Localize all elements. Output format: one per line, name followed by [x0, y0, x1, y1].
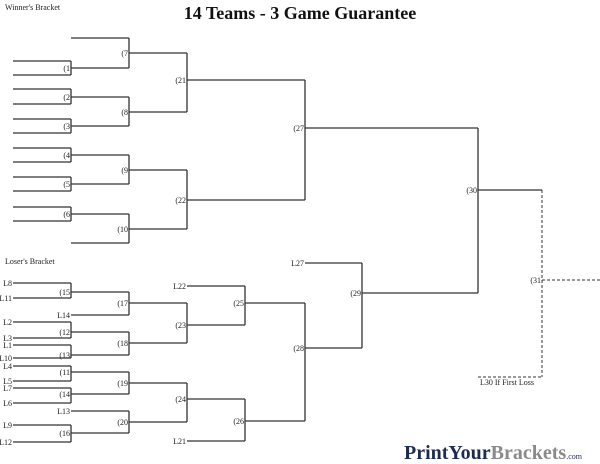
game-label: (12 [59, 328, 70, 337]
game-label: (28 [293, 344, 304, 353]
game-label: (31 [530, 276, 541, 285]
game-label: (23 [175, 321, 186, 330]
loser-slot-label: L7 [3, 384, 12, 393]
loser-slot-label: L10 [0, 354, 12, 363]
game-label: (27 [293, 124, 304, 133]
loser-slot-label: L1 [3, 341, 12, 350]
page-title: 14 Teams - 3 Game Guarantee [184, 3, 416, 23]
game-label: (1 [63, 64, 70, 73]
game-label: (20 [117, 418, 128, 427]
game-label: (21 [175, 76, 186, 85]
loser-slot-label: L11 [0, 294, 12, 303]
game-label: (26 [233, 417, 244, 426]
game-label: (11 [60, 368, 70, 377]
game-label: (24 [175, 395, 186, 404]
game-label: (3 [63, 122, 70, 131]
game-label: (17 [117, 299, 128, 308]
game-label: (15 [59, 288, 70, 297]
winners-bracket-label: Winner's Bracket [5, 3, 61, 12]
game-label: (30 [466, 186, 477, 195]
bracket-lines [13, 37, 600, 443]
loser-slot-label: L12 [0, 438, 12, 447]
loser-slot-label: L22 [173, 282, 186, 291]
game-label: (4 [63, 151, 70, 160]
game-label: (16 [59, 429, 70, 438]
game-label: (18 [117, 339, 128, 348]
loser-slot-label: L4 [3, 362, 12, 371]
game-label: (6 [63, 210, 70, 219]
logo: PrintYourBrackets.com [404, 442, 583, 464]
loser-slot-label: L14 [57, 311, 70, 320]
loser-slot-label: L6 [3, 399, 12, 408]
loser-slot-label: L27 [291, 259, 304, 268]
game-label: (5 [63, 180, 70, 189]
game-label: (13 [59, 351, 70, 360]
loser-slot-label: L8 [3, 279, 12, 288]
loser-slot-label: L3 [3, 334, 12, 343]
game-label: (7 [121, 49, 128, 58]
game-label: (19 [117, 379, 128, 388]
game-label: (9 [121, 166, 128, 175]
loser-slot-label: L9 [3, 421, 12, 430]
game-label: (29 [350, 289, 361, 298]
game-label: (8 [121, 108, 128, 117]
game-label: (2 [63, 93, 70, 102]
if-first-loss-label: L30 If First Loss [480, 378, 534, 387]
loser-slot-label: L21 [173, 437, 186, 446]
loser-slot-label: L5 [3, 377, 12, 386]
game-label: (10 [117, 225, 128, 234]
loser-slot-label: L2 [3, 318, 12, 327]
game-label: (25 [233, 299, 244, 308]
bracket-labels: (1 (2 (3 (4 (5 (6 (7 (8 (9 (10 (21 (22 (27 (30 (31 L8L1… [0, 49, 541, 447]
game-label: (14 [59, 390, 70, 399]
game-label: (22 [175, 196, 186, 205]
losers-bracket-label: Loser's Bracket [5, 257, 55, 266]
loser-slot-label: L13 [57, 407, 70, 416]
